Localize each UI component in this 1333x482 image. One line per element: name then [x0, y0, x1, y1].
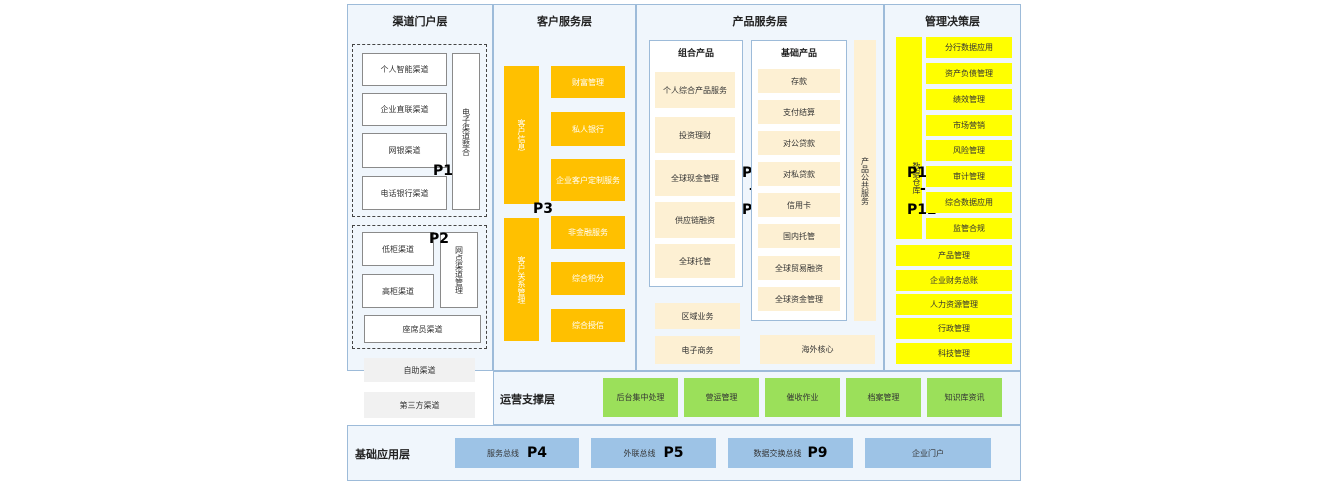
comprehensive-credit: 综合授信 [551, 309, 625, 342]
channel-high-counter: 高柜渠道 [362, 274, 434, 308]
ops-operation-management: 营运管理 [684, 378, 759, 417]
customer-layer-title: 客户服务层 [537, 15, 592, 28]
marker-p3: P3 [533, 201, 554, 217]
wealth-management: 财富管理 [551, 66, 625, 98]
combo-personal-service: 个人综合产品服务 [655, 72, 735, 108]
mgmt-administration: 行政管理 [896, 318, 1012, 339]
ops-backend-processing: 后台集中处理 [603, 378, 678, 417]
marker-p10-dash: - [920, 181, 926, 197]
dw-branch-data-app: 分行数据应用 [926, 37, 1012, 58]
product-public-service: 产品公共服务 [854, 40, 876, 321]
combo-investment: 投资理财 [655, 117, 735, 153]
branch-channel-group [352, 225, 487, 349]
combo-global-custody: 全球托管 [655, 244, 735, 278]
regional-business: 区域业务 [655, 303, 740, 329]
base-layer-title: 基础应用层 [355, 448, 410, 461]
basic-credit-card: 信用卡 [758, 193, 840, 217]
basic-deposit: 存款 [758, 69, 840, 93]
marker-p4: P4 [526, 445, 547, 461]
combo-global-cash: 全球现金管理 [655, 160, 735, 196]
mgmt-general-ledger: 企业财务总账 [896, 270, 1012, 291]
marker-p5: P5 [663, 445, 684, 461]
non-financial-service: 非金融服务 [551, 216, 625, 249]
external-bus: 外联总线 P5 [591, 438, 716, 468]
ops-knowledge-base: 知识库资讯 [927, 378, 1002, 417]
dw-comprehensive-data: 综合数据应用 [926, 192, 1012, 213]
dw-asset-liability: 资产负债管理 [926, 63, 1012, 84]
dw-performance: 绩效管理 [926, 89, 1012, 110]
channel-third-party: 第三方渠道 [364, 392, 475, 418]
marker-p9: P9 [807, 445, 828, 461]
basic-personal-loan: 对私贷款 [758, 162, 840, 186]
electronic-channel-integration: 电子渠道整合 [452, 53, 480, 210]
branch-channel-management: 网点渠道管理 [440, 232, 478, 308]
channel-self-service: 自助渠道 [364, 358, 475, 382]
enterprise-portal-label: 企业门户 [912, 448, 944, 458]
dw-risk: 风险管理 [926, 140, 1012, 161]
dw-regulatory-compliance: 监管合规 [926, 218, 1012, 239]
e-commerce: 电子商务 [655, 336, 740, 364]
data-warehouse: 数据仓库 [896, 37, 922, 239]
mgmt-technology: 科技管理 [896, 343, 1012, 364]
dw-marketing: 市场营销 [926, 115, 1012, 136]
customer-relationship-management: 客户关系管理 [504, 218, 539, 341]
external-bus-label: 外联总线 [623, 448, 656, 458]
service-bus: 服务总线 P4 [455, 438, 579, 468]
electronic-channel-group [352, 44, 487, 217]
channel-layer-title: 渠道门户层 [392, 15, 448, 28]
operation-layer-title: 运营支撑层 [500, 393, 555, 406]
channel-enterprise-direct: 企业直联渠道 [362, 93, 447, 126]
customer-info: 客户信息 [504, 66, 539, 204]
dw-audit: 审计管理 [926, 166, 1012, 187]
channel-low-counter: 低柜渠道 [362, 232, 434, 266]
data-exchange-bus-label: 数据交换总线 [753, 448, 802, 458]
mgmt-human-resources: 人力资源管理 [896, 294, 1012, 315]
channel-phone-banking: 电话银行渠道 [362, 176, 447, 210]
ops-collection: 催收作业 [765, 378, 840, 417]
service-bus-label: 服务总线 [486, 448, 519, 458]
basic-corporate-loan: 对公贷款 [758, 131, 840, 155]
basic-domestic-custody: 国内托管 [758, 224, 840, 248]
combo-supply-chain: 供应链融资 [655, 202, 735, 238]
basic-global-fund-management: 全球资金管理 [758, 287, 840, 311]
basic-payment-settlement: 支付结算 [758, 100, 840, 124]
channel-personal-smart: 个人智能渠道 [362, 53, 447, 86]
enterprise-custom-service: 企业客户定制服务 [551, 159, 625, 201]
product-layer-title: 产品服务层 [732, 15, 788, 28]
basic-products-title: 基础产品 [780, 49, 817, 59]
data-exchange-bus: 数据交换总线 P9 [728, 438, 853, 468]
comprehensive-points: 综合积分 [551, 262, 625, 295]
channel-online-banking: 网银渠道 [362, 133, 447, 168]
mgmt-product: 产品管理 [896, 245, 1012, 266]
overseas-core: 海外核心 [760, 335, 875, 364]
channel-agent: 座席员渠道 [364, 315, 481, 343]
combo-products-title: 组合产品 [677, 49, 714, 59]
management-layer-title: 管理决策层 [925, 15, 980, 28]
marker-p1: P1 [433, 163, 454, 179]
marker-p2: P2 [429, 231, 450, 247]
basic-global-trade-finance: 全球贸易融资 [758, 256, 840, 280]
private-banking: 私人银行 [551, 112, 625, 146]
enterprise-portal: 企业门户 [865, 438, 991, 468]
ops-archive: 档案管理 [846, 378, 921, 417]
